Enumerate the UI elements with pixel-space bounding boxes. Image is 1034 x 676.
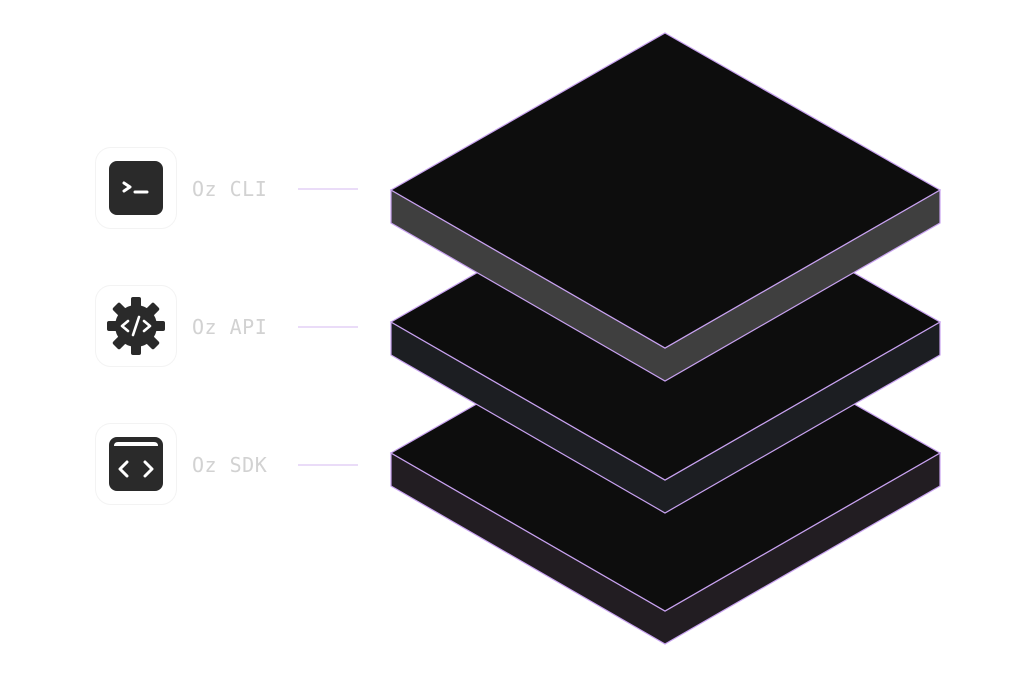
api-icon-card — [95, 285, 177, 367]
sdk-icon-card — [95, 423, 177, 505]
cli-layer-top — [389, 32, 942, 349]
gear-code-icon — [107, 297, 165, 355]
cli-connector — [298, 188, 358, 190]
terminal-icon — [109, 161, 163, 215]
api-connector — [298, 326, 358, 328]
sdk-connector — [298, 464, 358, 466]
cli-layer — [389, 32, 942, 382]
sdk-label: Oz SDK — [192, 453, 268, 477]
code-window-icon — [109, 437, 163, 491]
cli-icon-card — [95, 147, 177, 229]
api-label: Oz API — [192, 315, 268, 339]
cli-label: Oz CLI — [192, 177, 268, 201]
